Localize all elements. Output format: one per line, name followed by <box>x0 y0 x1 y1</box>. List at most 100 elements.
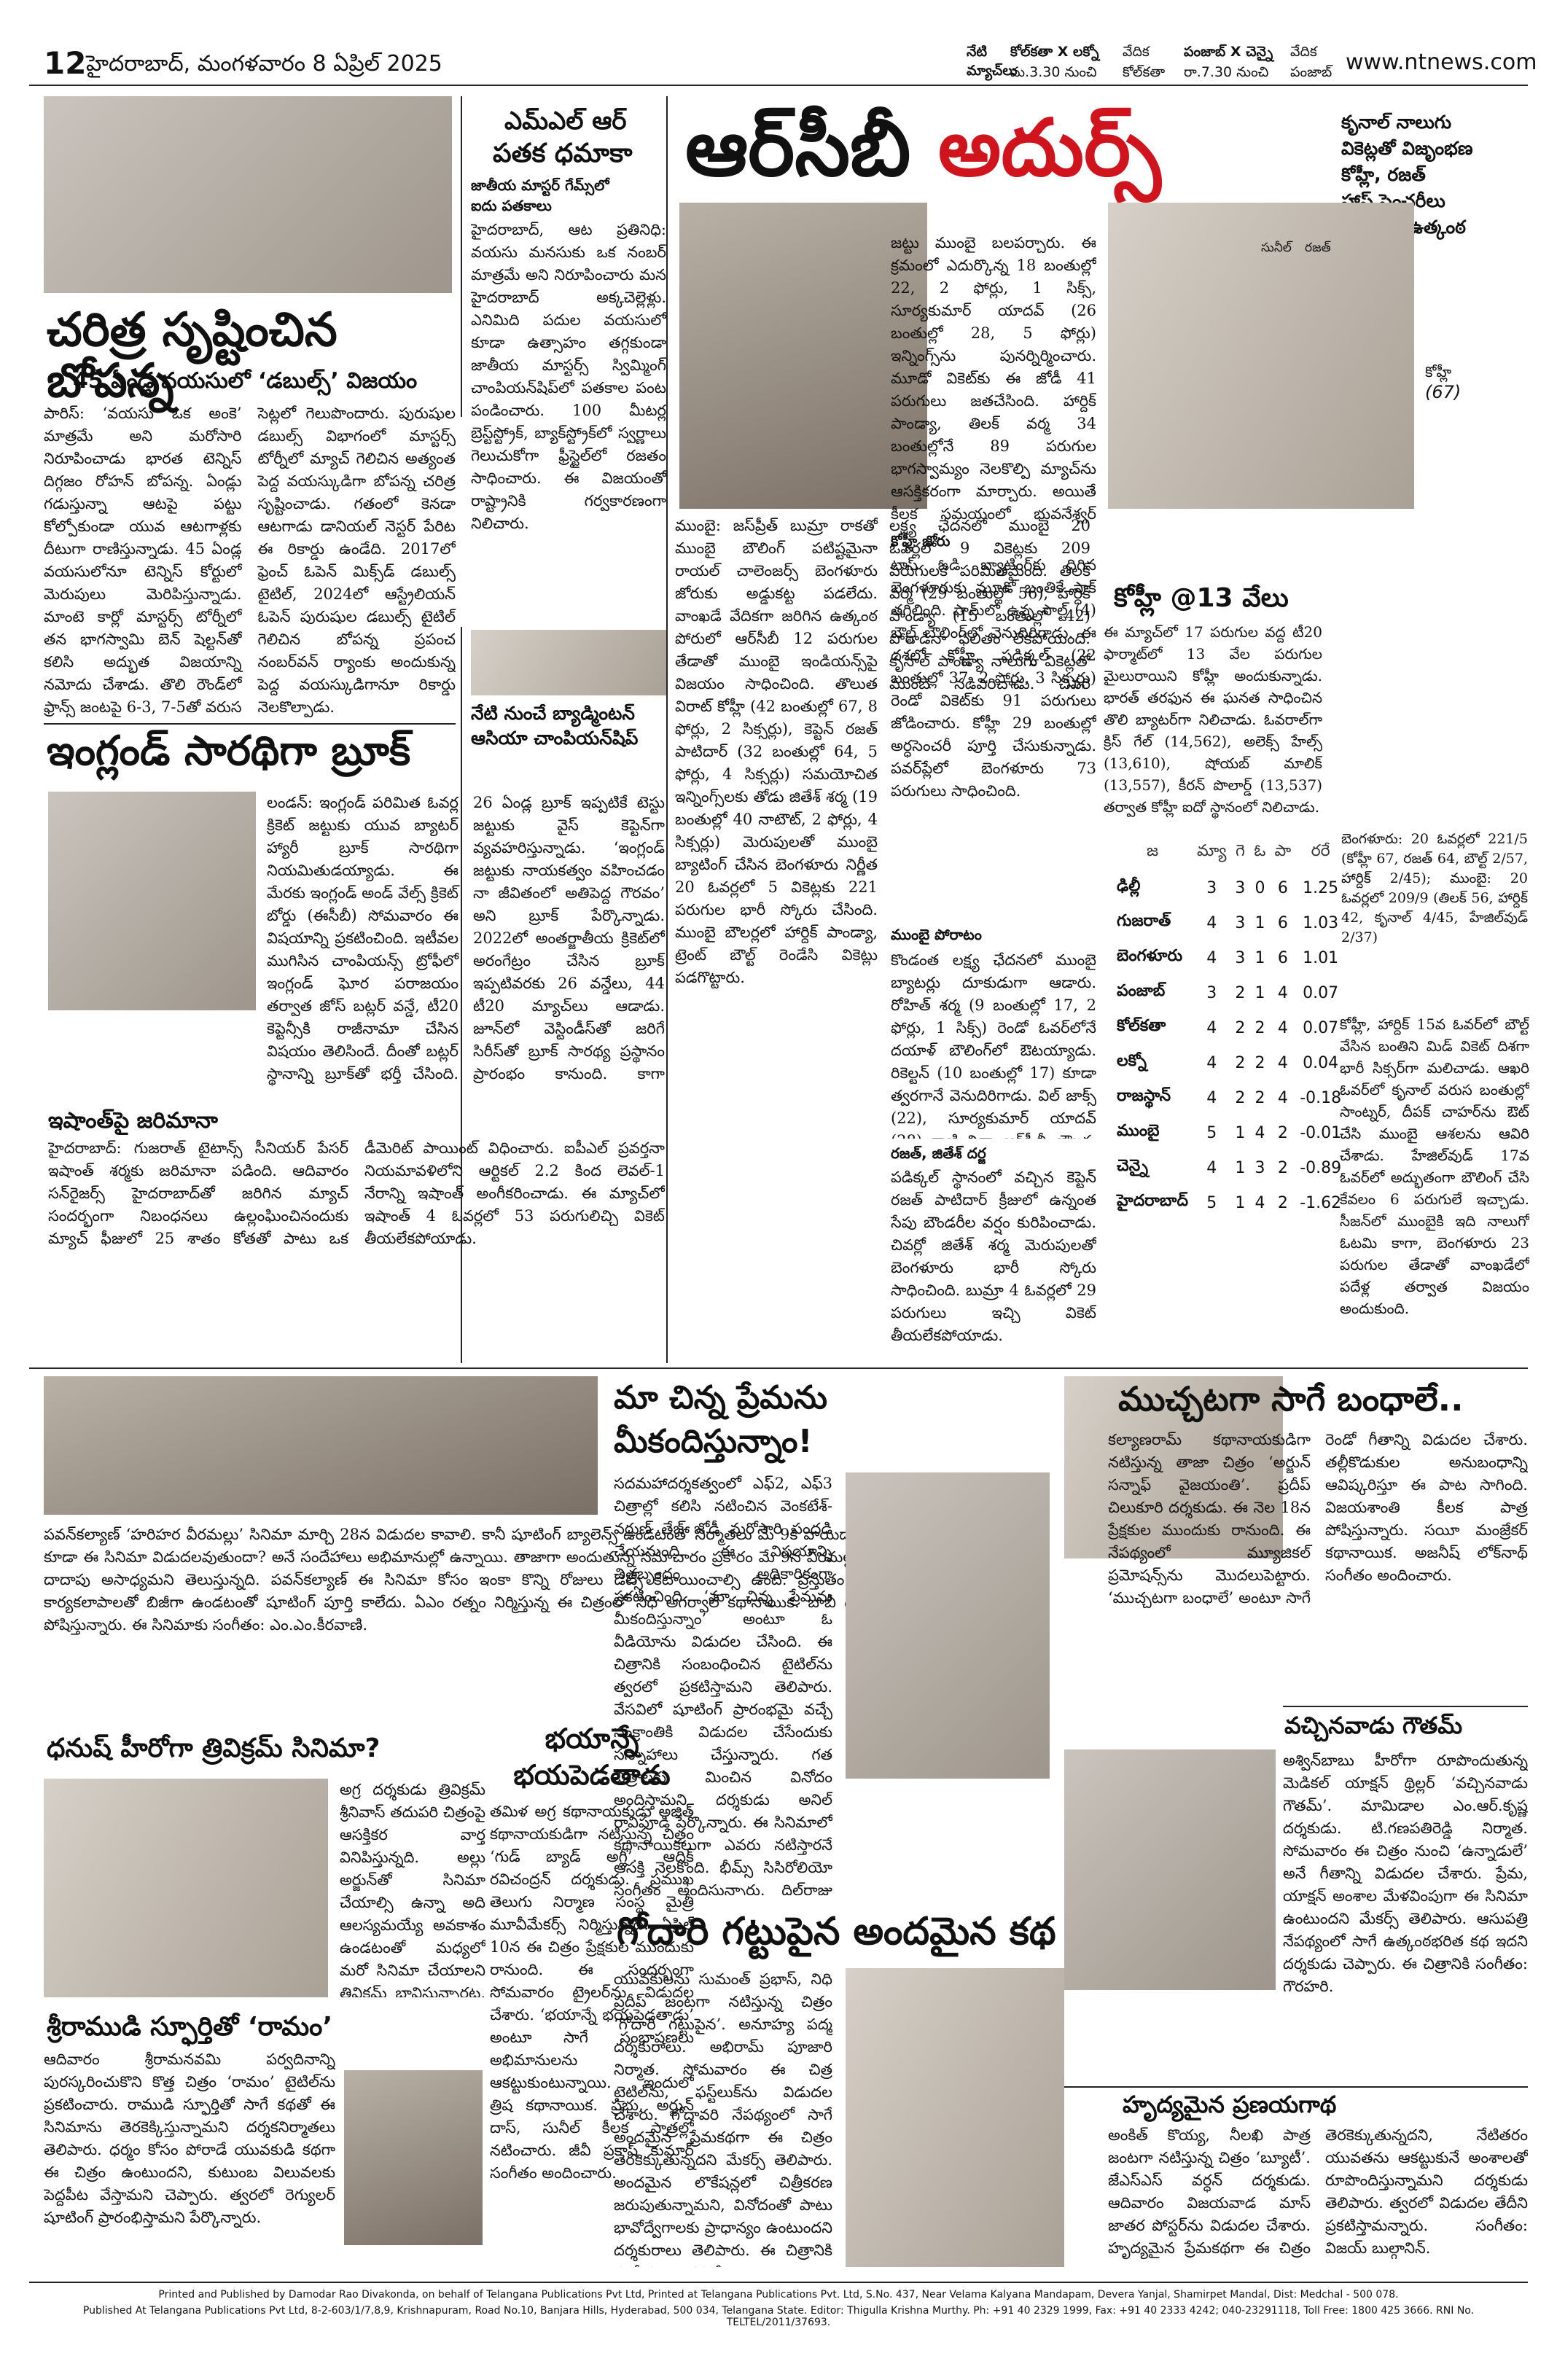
rcb-lead-col1: ముంబై: జస్‌ప్రీత్ బుమ్రా రాకతో ముంబై బౌల… <box>675 517 878 986</box>
cinema-banner-line2: మీకందిస్తున్నాం! <box>614 1423 813 1460</box>
venky-varun-body: సదమహాదర్శకత్వంలో ఎఫ్2, ఎఫ్3 చిత్రాల్లో క… <box>614 1475 832 1895</box>
points-value-cell: 2 <box>1235 1088 1246 1107</box>
rcb-headline-part1: ఆర్‌సీబీ <box>685 103 911 194</box>
points-value-cell: 6 <box>1277 948 1288 967</box>
points-value-cell: 2 <box>1235 983 1246 1002</box>
dhanush-headline: ధనుష్ హీరోగా త్రివిక్రమ్ సినిమా? <box>47 1733 381 1763</box>
website-link[interactable]: www.ntnews.com <box>1346 50 1537 75</box>
ramam-body: ఆదివారం శ్రీరామనవమి పర్వదినాన్ని పురస్కర… <box>44 2051 335 2226</box>
points-value-cell: 5 <box>1206 1123 1217 1142</box>
bopanna-body: పారిస్: ‘వయసు ఒక అంకె’ మాత్రమే అని మరోసా… <box>44 405 456 716</box>
points-value-cell: -0.89 <box>1300 1158 1342 1177</box>
imprint-line2: Published At Telangana Publications Pvt … <box>82 2305 1475 2328</box>
scary-title-line2: భయపెడతాడు <box>513 1759 671 1791</box>
good-bad-ugly-body: తమిళ అగ్ర కథానాయకుడు అజిత్ కథానాయకుడిగా … <box>490 1803 694 2182</box>
points-value-cell: -0.18 <box>1300 1088 1342 1107</box>
cinema-section-rule <box>29 1367 1528 1369</box>
points-value-cell: 4 <box>1206 1053 1217 1072</box>
brook-rule <box>44 723 456 725</box>
points-header-cell: మ్యా <box>1197 842 1227 860</box>
points-value-cell: -1.62 <box>1300 1193 1342 1212</box>
kohli-13k-subhead: కోహ్లీ @13 వేలు <box>1114 583 1289 613</box>
cinema-banner-headline: మా చిన్న ప్రేమను మీకందిస్తున్నాం! <box>614 1376 1044 1464</box>
deck-line1: కృనాల్ నాలుగు <box>1341 112 1452 133</box>
byline-rajat: రజత్ <box>1305 241 1331 255</box>
fixture1-time: మ.3.30 నుంచి <box>1010 64 1097 80</box>
ishant-fine-body: హైదరాబాద్: గుజరాత్ టైటాన్స్ సీనియర్ పేసర… <box>48 1139 665 1247</box>
fixture2-teams: పంజాబ్ X చెన్నై <box>1184 44 1273 60</box>
brook-headline: ఇంగ్లండ్ సారథిగా బ్రూక్ <box>47 727 411 775</box>
points-value-cell: 1.25 <box>1303 878 1339 897</box>
points-value-cell: 4 <box>1206 913 1217 932</box>
brook-body: లండన్: ఇంగ్లండ్ పరిమిత ఓవర్ల క్రికెట్ జట… <box>267 794 665 1082</box>
masthead-rule <box>29 85 1528 86</box>
points-value-cell: 4 <box>1206 1088 1217 1107</box>
bopanna-subtitle: 45 ఏండ్ల వయసులో ‘డబుల్స్’ విజయం <box>73 368 418 394</box>
gautham-rule <box>1283 1706 1528 1707</box>
points-value-cell: 2 <box>1277 1158 1288 1177</box>
kohli-13k-body: ఈ మ్యాచ్‌లో 17 పరుగుల వద్ద టీ20 ఫార్మాట్… <box>1104 623 1322 816</box>
points-team-cell: కోల్‌కతా <box>1117 1017 1166 1035</box>
points-value-cell: 5 <box>1206 1193 1217 1212</box>
points-header-cell: రరే <box>1311 842 1330 860</box>
love-rule <box>1064 2086 1528 2088</box>
points-team-cell: ఢిల్లీ <box>1117 877 1141 895</box>
rcb-headline-part2: అదుర్స్ <box>937 103 1161 194</box>
points-value-cell: 1 <box>1254 913 1265 932</box>
points-header-cell: పా <box>1274 842 1292 860</box>
rajat-jitesh-body: పడిక్కల్ స్థానంలో వచ్చిన కెప్టెన్ రజత్ ప… <box>891 1168 1096 1344</box>
date-line: హైదరాబాద్, మంగళవారం 8 ఏప్రిల్ 2025 <box>86 51 442 77</box>
points-team-cell: పంజాబ్ <box>1117 982 1166 1000</box>
points-value-cell: 1.01 <box>1303 948 1339 967</box>
kohli-jhoru-subhead: కోహ్లీ జోరు <box>891 532 951 550</box>
brook-photo <box>48 792 256 1010</box>
points-value-cell: 0 <box>1254 878 1265 897</box>
fixture2-venue: పంజాబ్ <box>1290 64 1332 80</box>
points-value-cell: 2 <box>1277 1193 1288 1212</box>
rcb-lead-col3: జట్టు ముంబై బలపర్చారు. ఈ క్రమంలో ఎదుర్కొ… <box>891 234 1096 523</box>
love-body: అంకిత్ కొయ్య, నీలఖి పాత్ర జంటగా నటిస్తున… <box>1108 2126 1528 2257</box>
venky-photo <box>846 1472 1050 1779</box>
ramam-headline: శ్రీరాముడి స్ఫూర్తితో ‘రామం’ <box>47 2012 333 2042</box>
ajith-photo <box>344 2070 483 2245</box>
points-value-cell: 3 <box>1206 878 1217 897</box>
rcb-headline: ఆర్‌సీబీ అదుర్స్ <box>685 109 1161 188</box>
points-header-cell: గె <box>1236 842 1245 860</box>
fixture1-teams: కోల్‌కతా X లక్నో <box>1010 44 1099 60</box>
points-value-cell: 1 <box>1254 948 1265 967</box>
mlr-kicker-title: ఎమ్‌ఎల్ ఆర్ <box>504 106 627 136</box>
fixture2-venue-label: వేదిక <box>1290 44 1317 60</box>
kohli-jhoru-body: టాస్ ఓడి బ్యాటింగ్‌కు దిగిన బెంగళూరుకు మ… <box>891 556 1096 800</box>
page-number: 12 <box>44 45 87 81</box>
points-value-cell: 4 <box>1254 1193 1265 1212</box>
badminton-headline: నేటి నుంచే బ్యాడ్మింటన్ ఆసియా చాంపియన్‌ష… <box>471 701 664 751</box>
points-team-cell: ముంబై <box>1117 1122 1160 1140</box>
imprint-line1: Printed and Published by Damodar Rao Div… <box>158 2289 1399 2301</box>
points-value-cell: 1 <box>1235 1158 1246 1177</box>
badminton-divider <box>461 627 462 1363</box>
points-value-cell: 3 <box>1235 878 1246 897</box>
points-value-cell: 0.07 <box>1303 983 1339 1002</box>
points-team-cell: రాజస్థాన్ <box>1117 1087 1171 1105</box>
brook-body-left <box>48 1013 256 1101</box>
godari-photo <box>846 1968 1064 2267</box>
points-value-cell: 4 <box>1277 1088 1288 1107</box>
mlr-medal-photo <box>44 96 452 293</box>
fixture2-time: రా.7.30 నుంచి <box>1184 64 1269 80</box>
gautham-body: అశ్విన్‌బాబు హీరోగా రూపొందుతున్న మెడికల్… <box>1283 1752 1528 1995</box>
kalyanram-photo <box>1064 1376 1283 1558</box>
ishant-fine-subhead: ఇషాంత్‌పై జరిమానా <box>48 1108 218 1134</box>
deck-line2: వికెట్లతో విజృంభణ <box>1341 138 1473 159</box>
points-value-cell: 2 <box>1254 1018 1265 1037</box>
dhanush-body: అగ్ర దర్శకుడు త్రివిక్రమ్ శ్రీనివాస్ తదు… <box>340 1781 485 1997</box>
points-value-cell: 1 <box>1235 1123 1246 1142</box>
points-value-cell: 3 <box>1235 948 1246 967</box>
points-header-cell: ఓ <box>1254 842 1266 860</box>
